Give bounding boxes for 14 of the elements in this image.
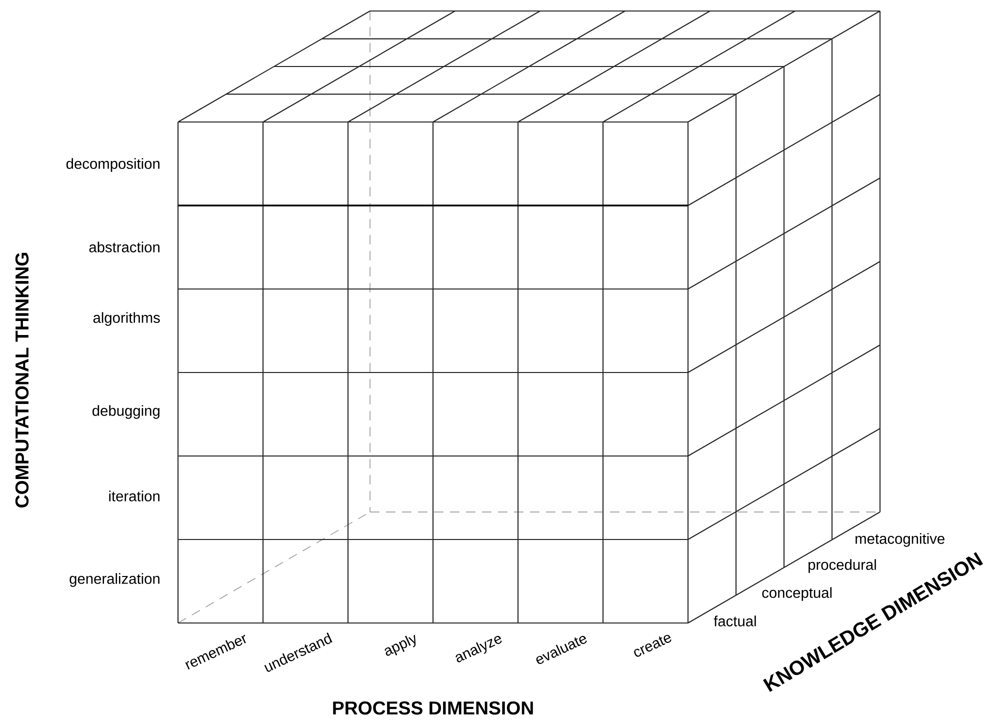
axis-label: procedural — [808, 559, 876, 573]
axis-label: decomposition — [66, 158, 160, 172]
axis-label: conceptual — [762, 587, 832, 601]
axis-title: COMPUTATIONAL THINKING — [15, 252, 29, 508]
axis-label: factual — [714, 616, 756, 626]
axis-label: create — [634, 634, 672, 657]
axis-label: debugging — [92, 405, 160, 419]
axis-title: PROCESS DIMENSION — [333, 701, 533, 715]
axis-label: iteration — [109, 490, 160, 502]
axis-label: abstraction — [89, 242, 160, 252]
axis-label: apply — [384, 634, 416, 656]
axis-label: algorithms — [93, 312, 160, 326]
axis-label: generalization — [70, 573, 160, 587]
axis-label: metacognitive — [856, 533, 944, 547]
